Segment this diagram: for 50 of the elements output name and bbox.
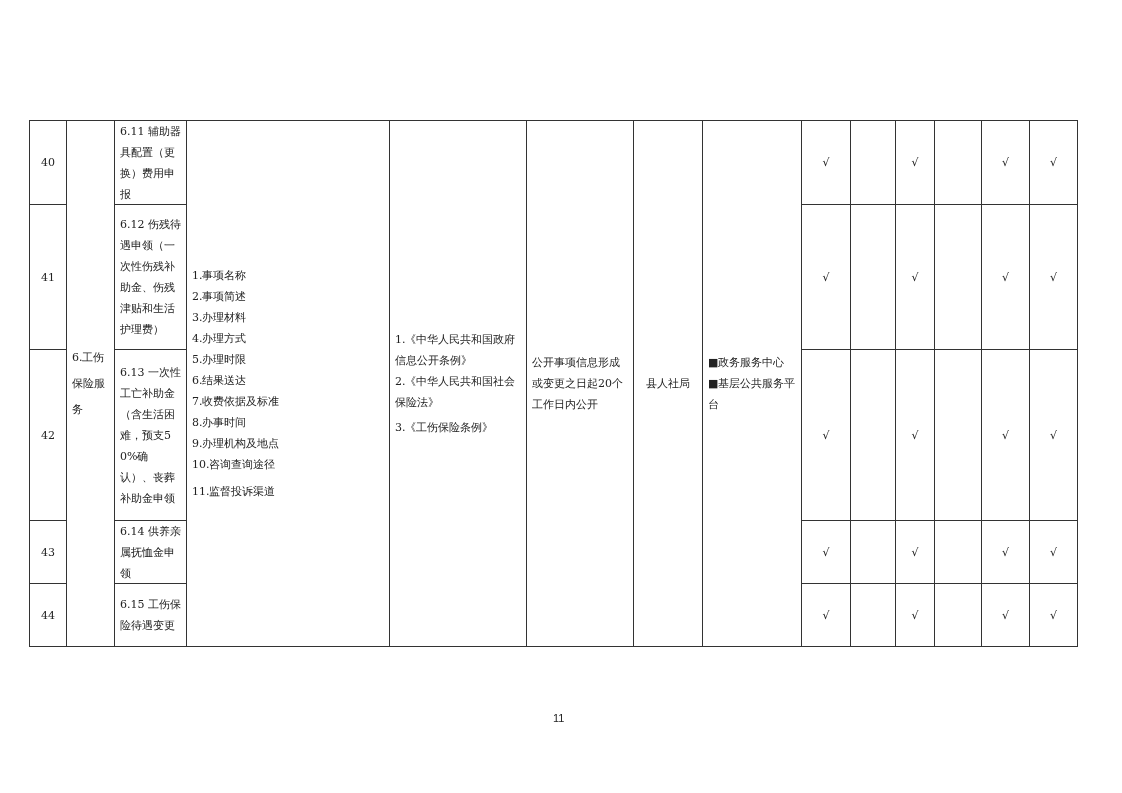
check-mark: √	[911, 544, 919, 561]
check-mark: √	[911, 155, 919, 171]
content-item: 4.办理方式	[192, 331, 248, 347]
channel-text: ■政务服务中心	[708, 355, 786, 371]
content-item: 7.收费依据及标准	[192, 394, 281, 410]
department-text: 县人社局	[646, 376, 690, 392]
check-mark: √	[822, 269, 830, 286]
check-mark: √	[1002, 427, 1009, 444]
content-item: 1.事项名称	[192, 268, 248, 284]
category-text: 6.工伤保险服务	[72, 349, 105, 418]
row-number: 43	[41, 544, 55, 561]
content-item: 5.办理时限	[192, 352, 248, 368]
check-mark: √	[1002, 269, 1009, 286]
law-item: 3.《工伤保险条例》	[395, 420, 495, 436]
content-item: 6.结果送达	[192, 373, 248, 389]
channel-text: ■基层公共服务平台	[708, 376, 796, 413]
item-text: 6.15 工伤保险待遇变更	[120, 597, 181, 634]
check-mark: √	[1002, 155, 1009, 171]
law-item: 2.《中华人民共和国社会保险法》	[395, 374, 517, 411]
content-item: 11.监督投诉渠道	[192, 484, 277, 500]
check-mark: √	[822, 544, 830, 561]
content-item: 9.办理机构及地点	[192, 436, 281, 452]
item-text: 6.13 一次性工亡补助金（含生活困难，预支50%确认）、丧葬补助金申领	[120, 364, 181, 507]
check-mark: √	[1050, 427, 1057, 444]
row-number: 42	[41, 427, 55, 444]
content-item: 8.办事时间	[192, 415, 248, 431]
deadline-text: 公开事项信息形成或变更之日起20个工作日内公开	[532, 355, 624, 413]
check-mark: √	[1050, 269, 1057, 286]
check-mark: √	[911, 269, 919, 286]
check-mark: √	[1002, 544, 1009, 561]
check-mark: √	[822, 155, 830, 171]
page-number: 11	[553, 712, 565, 724]
content-item: 2.事项简述	[192, 289, 248, 305]
check-mark: √	[1050, 544, 1057, 561]
content-item: 3.办理材料	[192, 310, 248, 326]
check-mark: √	[822, 427, 830, 444]
law-item: 1.《中华人民共和国政府信息公开条例》	[395, 332, 517, 369]
check-mark: √	[822, 607, 830, 624]
check-mark: √	[911, 427, 919, 444]
item-text: 6.12 伤残待遇申领（一次性伤残补助金、伤残津贴和生活护理费）	[120, 217, 181, 338]
check-mark: √	[1050, 155, 1057, 171]
content-item: 10.咨询查询途径	[192, 457, 277, 473]
check-mark: √	[1050, 607, 1057, 624]
row-number: 41	[41, 269, 55, 286]
check-mark: √	[1002, 607, 1009, 624]
item-text: 6.11 辅助器具配置（更换）费用申报	[120, 123, 181, 203]
item-text: 6.14 供养亲属抚恤金申领	[120, 523, 181, 582]
row-number: 40	[41, 155, 55, 171]
row-number: 44	[41, 607, 55, 624]
check-mark: √	[911, 607, 919, 624]
